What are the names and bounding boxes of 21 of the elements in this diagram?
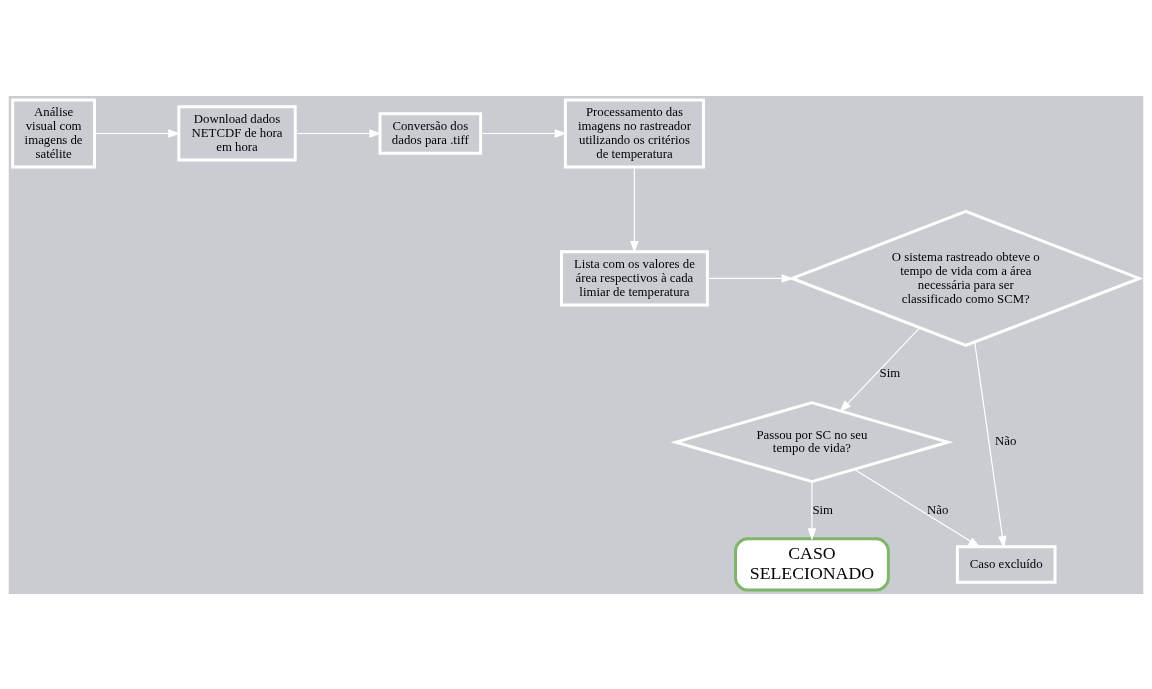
node-box: Lista com os valores de área respectivos à cada limiar de temperatura	[559, 249, 709, 307]
node-box: Processamento das imagens no rastreador utilizando os critérios de temperatura	[563, 97, 705, 168]
arrow	[853, 468, 981, 547]
arrow	[839, 326, 921, 412]
arrow	[294, 128, 382, 138]
arrow	[630, 166, 639, 253]
node-box: Download dados NETCDF de hora em hora	[177, 104, 297, 162]
arrow	[706, 273, 794, 283]
edge-label: Sim	[879, 365, 901, 380]
node-box: Caso excluído	[955, 544, 1057, 584]
node-diamond: O sistema rastreado obteve o tempo de vida com a área necessária para ser classificado como SCM?	[788, 209, 1144, 347]
arrow	[480, 128, 567, 138]
edge-label: Sim	[812, 502, 834, 517]
arrow	[974, 341, 1007, 548]
arrow	[94, 128, 181, 138]
edge-label: Não	[995, 433, 1017, 448]
arrow	[807, 480, 817, 541]
edge-label: Não	[927, 502, 949, 517]
node-box: CASO SELECIONADO	[734, 536, 890, 592]
node-box: Análise visual com imagens de satélite	[11, 97, 96, 168]
node-box: Conversão dos dados para .tiff	[378, 111, 483, 155]
